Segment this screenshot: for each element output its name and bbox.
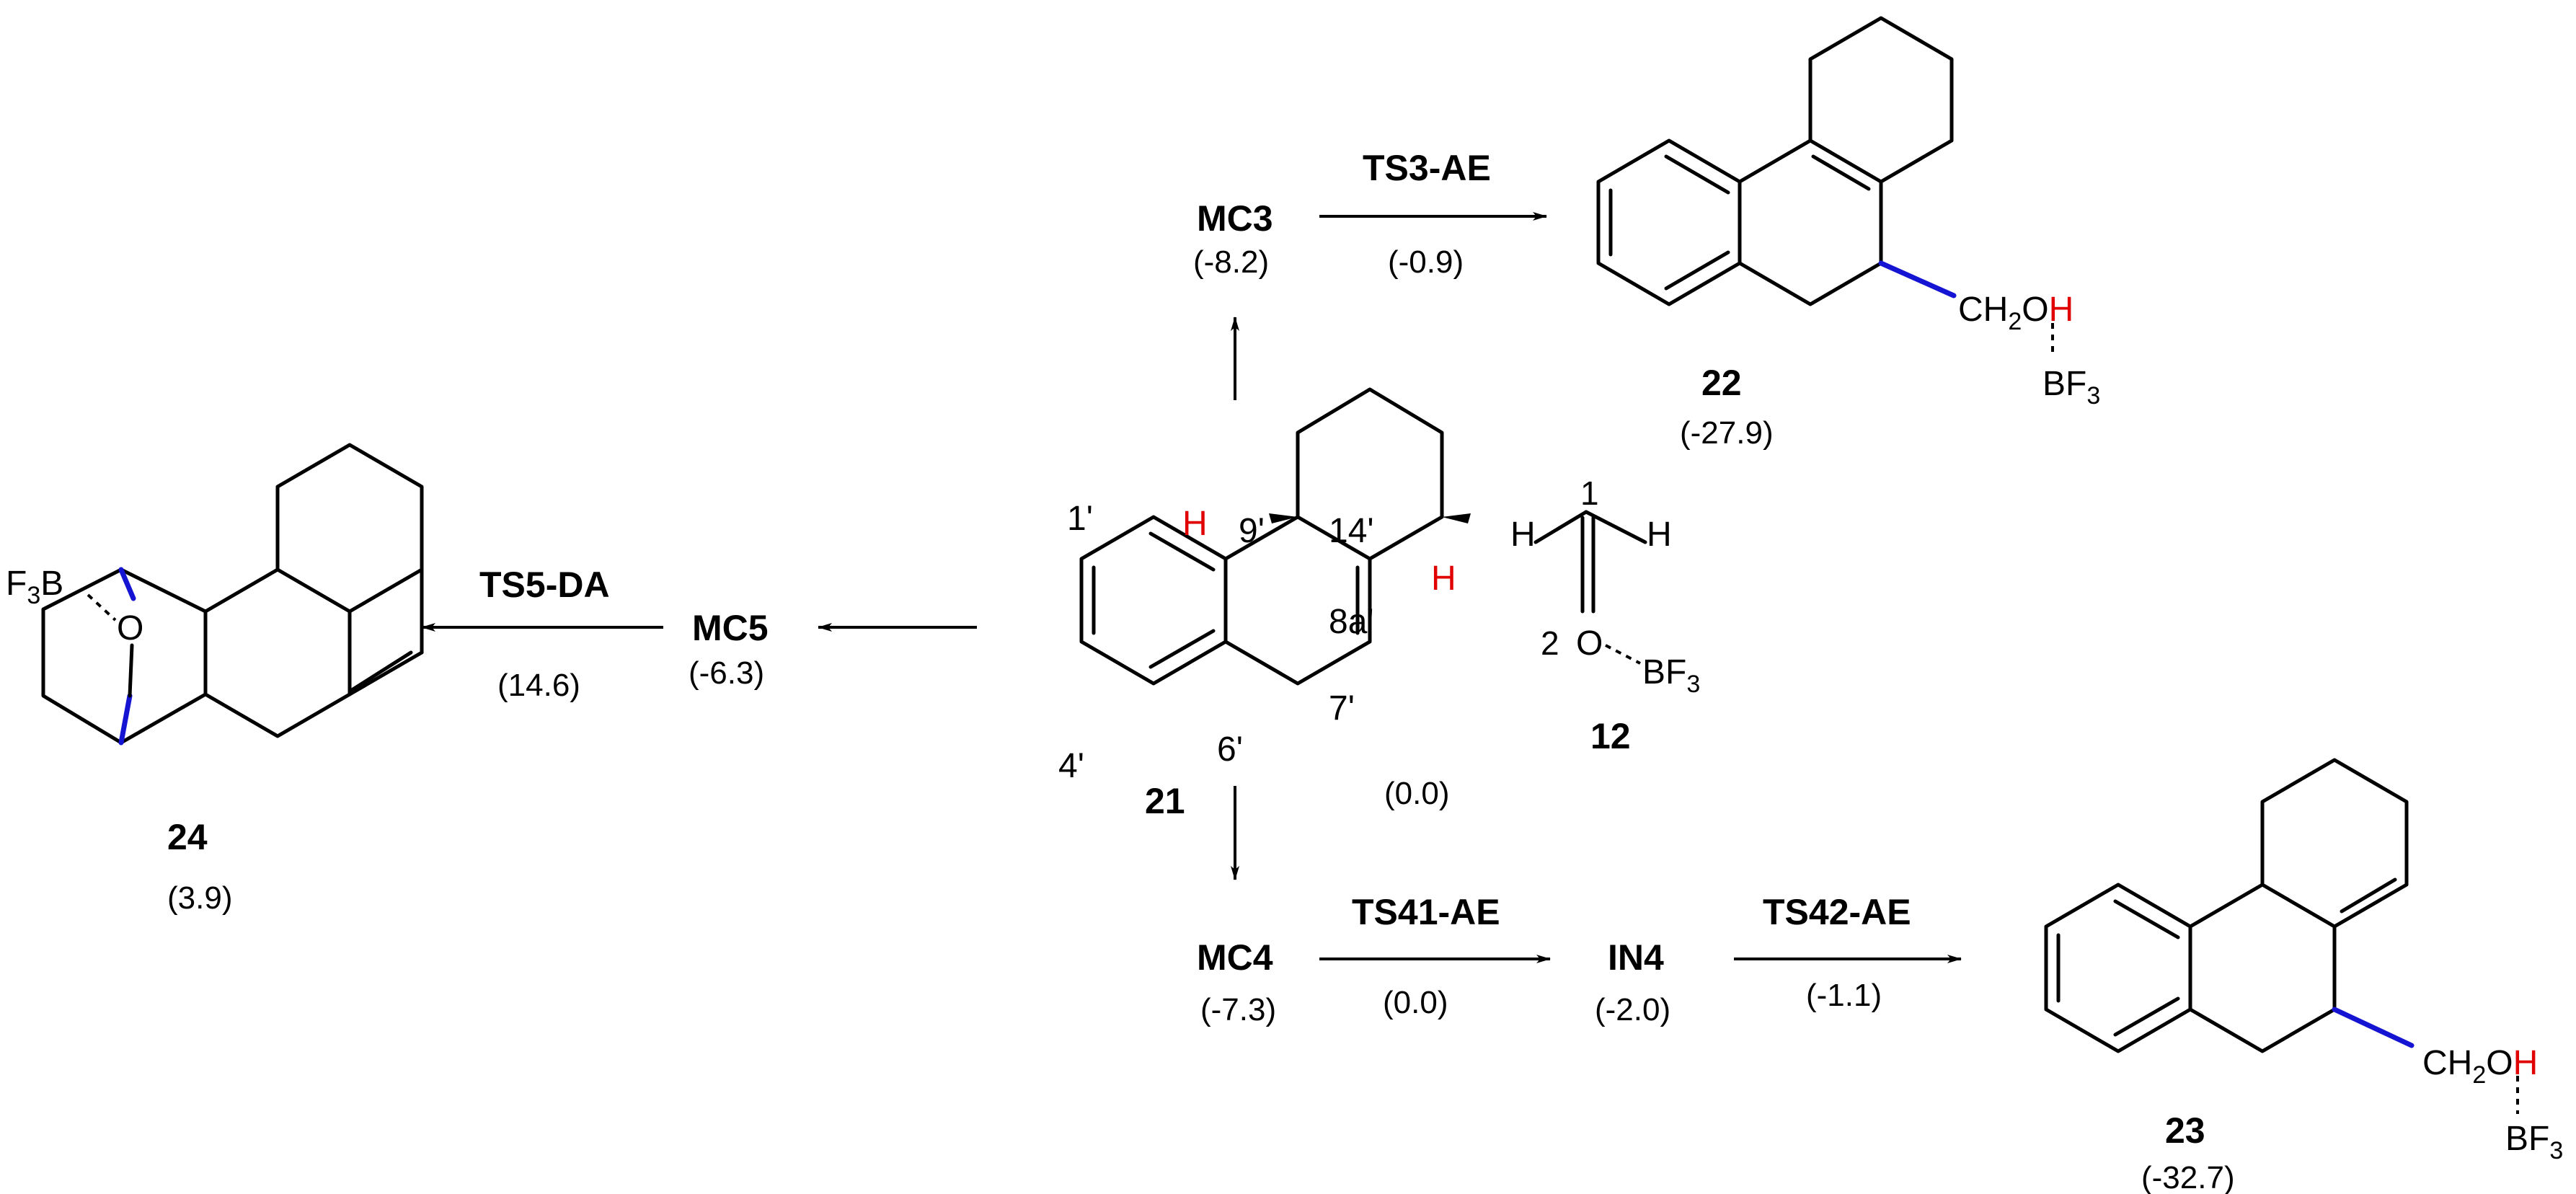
atom-label-9prime: 9' (1239, 512, 1265, 550)
ch2oh-label-23: CH2OH (2422, 1044, 2538, 1089)
compound-21-structure (1079, 387, 1471, 686)
o-label-24: O (117, 609, 143, 647)
ts3-label: TS3-AE (1363, 148, 1491, 188)
mc3-label: MC3 (1197, 198, 1273, 239)
compound-24-energy: (3.9) (167, 880, 232, 916)
in4-energy: (-2.0) (1595, 992, 1670, 1027)
compound-12-structure (1533, 510, 1647, 665)
aldehyde-h-right: H (1647, 516, 1672, 554)
ts5-energy: (14.6) (497, 668, 580, 703)
ch2oh-label-22: CH2OH (1958, 291, 2073, 335)
h-14prime-label: H (1431, 560, 1456, 598)
compound-23-structure (2044, 758, 2519, 1114)
atom-label-1: 1 (1580, 474, 1599, 512)
compound-22-structure (1596, 16, 2054, 357)
compound-12-id: 12 (1590, 716, 1631, 756)
ts42-energy: (-1.1) (1806, 978, 1882, 1013)
ts3-energy: (-0.9) (1388, 244, 1464, 280)
bf3-label-23: BF3 (2505, 1120, 2563, 1164)
compound-21-id: 21 (1145, 781, 1185, 821)
f3b-label-24: F3B (6, 565, 63, 609)
ts41-energy: (0.0) (1383, 985, 1448, 1020)
bf3-label: BF3 (1642, 653, 1700, 698)
atom-label-2: 2 (1541, 624, 1559, 662)
oxygen-label: O (1576, 624, 1603, 663)
atom-label-4prime: 4' (1058, 747, 1084, 785)
reactants-energy: (0.0) (1384, 776, 1449, 811)
compound-23-id: 23 (2165, 1110, 2205, 1151)
atom-label-1prime: 1' (1067, 500, 1093, 538)
mc4-energy: (-7.3) (1200, 992, 1276, 1027)
mc3-energy: (-8.2) (1193, 244, 1269, 280)
compound-24-structure (41, 443, 424, 746)
atom-label-6prime: 6' (1217, 730, 1243, 769)
ts42-label: TS42-AE (1763, 892, 1911, 932)
mc5-energy: (-6.3) (689, 655, 764, 691)
mc4-label: MC4 (1197, 937, 1273, 978)
bf3-label-22: BF3 (2042, 365, 2100, 410)
ts41-label: TS41-AE (1352, 892, 1500, 932)
compound-22-energy: (-27.9) (1680, 415, 1774, 451)
compound-22-id: 22 (1701, 363, 1742, 403)
mc5-label: MC5 (692, 608, 769, 648)
h-9prime-label: H (1182, 505, 1208, 543)
in4-label: IN4 (1608, 937, 1664, 978)
compound-23-energy: (-32.7) (2141, 1160, 2235, 1194)
aldehyde-h-left: H (1510, 516, 1536, 554)
atom-label-7prime: 7' (1329, 689, 1355, 728)
compound-24-id: 24 (167, 817, 208, 857)
atom-label-8aprime: 8a' (1329, 603, 1374, 641)
ts5-label: TS5-DA (479, 565, 610, 605)
atom-label-14prime: 14' (1329, 512, 1374, 550)
